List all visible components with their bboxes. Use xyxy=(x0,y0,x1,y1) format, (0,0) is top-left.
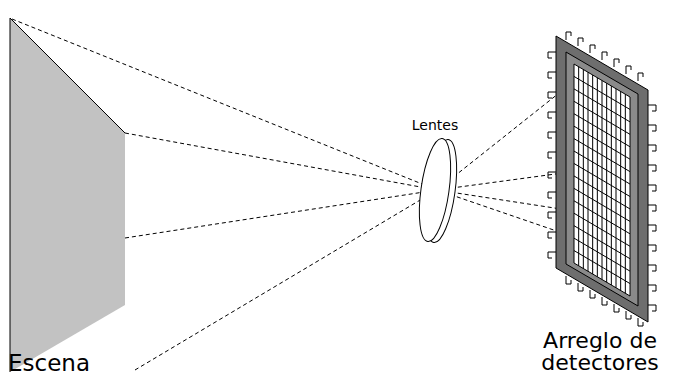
grid-line xyxy=(574,126,630,159)
grid-line xyxy=(574,176,630,209)
grid-line xyxy=(574,164,630,197)
detector-label: Arreglo de detectores xyxy=(532,330,668,374)
grid-line xyxy=(574,139,630,172)
lens-label: Lentes xyxy=(395,118,475,132)
light-rays xyxy=(12,19,612,370)
grid-line xyxy=(574,251,630,284)
scene-plane xyxy=(10,18,125,372)
grid-line xyxy=(574,188,630,221)
grid-line xyxy=(574,114,630,147)
scene-label: Escena xyxy=(8,352,148,375)
grid-line xyxy=(574,238,630,271)
grid-line xyxy=(574,89,630,122)
grid-line xyxy=(574,76,630,109)
lens xyxy=(414,137,462,245)
detector-array xyxy=(548,32,656,326)
grid-line xyxy=(574,226,630,259)
grid-line xyxy=(574,201,630,234)
grid-line xyxy=(574,101,630,134)
grid-line xyxy=(574,213,630,246)
grid-line xyxy=(574,151,630,184)
